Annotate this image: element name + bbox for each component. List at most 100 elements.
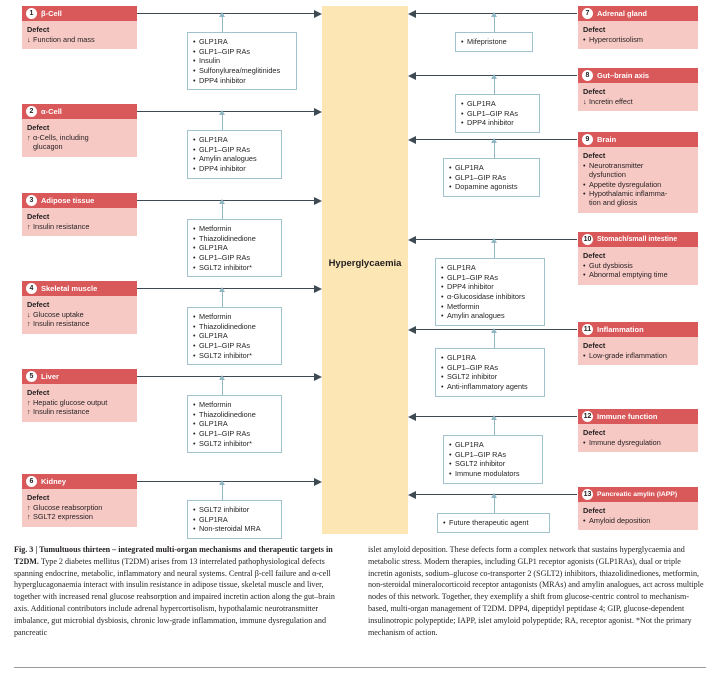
therapy-box-alpha-cell[interactable]: GLP1RA GLP1–GIP RAs Amylin analogues DPP… xyxy=(187,130,282,179)
organ-card-liver[interactable]: 5 Liver Defect ↑Hepatic glucose output ↑… xyxy=(22,369,137,422)
organ-card-gut-brain-axis[interactable]: 8 Gut–brain axis Defect ↓Incretin effect xyxy=(578,68,698,112)
therapy-item: GLP1RA xyxy=(449,163,533,173)
therapy-item: GLP1–GIP RAs xyxy=(441,273,538,283)
hyperglycaemia-label: Hyperglycaemia xyxy=(328,258,402,269)
up-arrow-icon: ↑ xyxy=(27,222,31,231)
organ-card-brain[interactable]: 9 Brain Defect •Neurotransmitter dysfunc… xyxy=(578,132,698,213)
defect-label: Defect xyxy=(27,300,50,309)
organ-name: Liver xyxy=(41,372,59,381)
therapy-item: GLP1RA xyxy=(461,99,533,109)
defect-item: •Neurotransmitter dysfunction xyxy=(583,161,693,180)
therapy-box-beta-cell[interactable]: GLP1RA GLP1–GIP RAs Insulin Sulfonylurea… xyxy=(187,32,297,91)
therapy-item: GLP1–GIP RAs xyxy=(193,47,290,57)
organ-body: Defect ↓Incretin effect xyxy=(578,83,698,112)
organ-header: 4 Skeletal muscle xyxy=(22,281,137,296)
organ-header: 1 β-Cell xyxy=(22,6,137,21)
arrow-head-icon xyxy=(408,490,416,499)
organ-name: β-Cell xyxy=(41,9,62,18)
arrow-head-icon xyxy=(314,9,322,18)
therapy-box-adipose[interactable]: Metformin Thiazolidinedione GLP1RA GLP1–… xyxy=(187,219,282,278)
organ-card-inflammation[interactable]: 11 Inflammation Defect •Low-grade inflam… xyxy=(578,322,698,366)
defect-label: Defect xyxy=(27,388,50,397)
therapy-box-kidney[interactable]: SGLT2 inhibitor GLP1RA Non-steroidal MRA xyxy=(187,500,282,539)
therapy-item: Sulfonylurea/meglitinides xyxy=(193,66,290,76)
down-arrow-icon: ↓ xyxy=(583,97,587,106)
therapy-item: Amylin analogues xyxy=(193,154,275,164)
defect-list: ↓Incretin effect xyxy=(583,97,693,106)
defect-label: Defect xyxy=(27,493,50,502)
therapy-box-brain[interactable]: GLP1RA GLP1–GIP RAs Dopamine agonists xyxy=(443,158,540,197)
organ-header: 2 α-Cell xyxy=(22,104,137,119)
defect-list: •Amyloid deposition xyxy=(583,516,693,525)
organ-card-stomach-small-intestine[interactable]: 10 Stomach/small intestine Defect •Gut d… xyxy=(578,232,698,285)
organ-body: Defect ↓Function and mass xyxy=(22,21,137,50)
therapy-item: GLP1–GIP RAs xyxy=(461,109,533,119)
defect-text: SGLT2 expression xyxy=(33,512,93,522)
therapy-item: GLP1–GIP RAs xyxy=(193,341,275,351)
therapy-box-gut-brain-axis[interactable]: GLP1RA GLP1–GIP RAs DPP4 inhibitor xyxy=(455,94,540,133)
up-arrow-icon: ↑ xyxy=(27,407,31,417)
defect-label: Defect xyxy=(583,87,606,96)
therapy-item: GLP1–GIP RAs xyxy=(193,253,275,263)
defect-text: Insulin resistance xyxy=(33,319,90,329)
defect-item: •Hypercortisolism xyxy=(583,35,693,44)
defect-label: Defect xyxy=(27,123,50,132)
organ-name: Immune function xyxy=(597,412,658,421)
defect-item: ↓Function and mass xyxy=(27,35,132,44)
organ-body: Defect •Amyloid deposition xyxy=(578,502,698,531)
organ-card-adipose-tissue[interactable]: 3 Adipose tissue Defect ↑Insulin resista… xyxy=(22,193,137,237)
therapy-item: GLP1–GIP RAs xyxy=(441,363,538,373)
arrow-head-icon xyxy=(314,372,322,381)
defect-list: ↓Function and mass xyxy=(27,35,132,44)
organ-name: Gut–brain axis xyxy=(597,71,650,80)
organ-body: Defect ↑Insulin resistance xyxy=(22,208,137,237)
organ-card-kidney[interactable]: 6 Kidney Defect ↑Glucose reabsorption ↑S… xyxy=(22,474,137,527)
organ-card-beta-cell[interactable]: 1 β-Cell Defect ↓Function and mass xyxy=(22,6,137,50)
therapy-item: Metformin xyxy=(441,302,538,312)
up-arrow-icon: ↑ xyxy=(27,503,31,512)
therapy-box-adrenal-gland[interactable]: Mifepristone xyxy=(455,32,533,52)
defect-item: •Hypothalamic inflamma- tion and gliosis xyxy=(583,189,693,208)
therapy-list: GLP1RA GLP1–GIP RAs Amylin analogues DPP… xyxy=(193,135,275,174)
arrow-head-icon xyxy=(218,110,225,115)
defect-text: Low-grade inflammation xyxy=(589,351,667,360)
defect-text: Hypercortisolism xyxy=(589,35,643,44)
therapy-box-skeletal-muscle[interactable]: Metformin Thiazolidinedione GLP1RA GLP1–… xyxy=(187,307,282,366)
therapy-item: GLP1–GIP RAs xyxy=(449,173,533,183)
therapy-box-pancreatic-amylin[interactable]: Future therapeutic agent xyxy=(437,513,550,533)
therapy-box-stomach[interactable]: GLP1RA GLP1–GIP RAs DPP4 inhibitor α-Glu… xyxy=(435,258,545,326)
defect-text: Insulin resistance xyxy=(33,222,90,231)
arrow-head-icon xyxy=(408,325,416,334)
therapy-item: Metformin xyxy=(193,224,275,234)
hyperglycaemia-band xyxy=(322,6,408,534)
therapy-arrow-gut-brain-axis xyxy=(490,74,497,94)
therapy-list: GLP1RA GLP1–GIP RAs DPP4 inhibitor α-Glu… xyxy=(441,263,538,321)
organ-card-adrenal-gland[interactable]: 7 Adrenal gland Defect •Hypercortisolism xyxy=(578,6,698,50)
organ-card-alpha-cell[interactable]: 2 α-Cell Defect ↑α-Cells, including gluc… xyxy=(22,104,137,157)
therapy-box-liver[interactable]: Metformin Thiazolidinedione GLP1RA GLP1–… xyxy=(187,395,282,454)
therapy-item: GLP1RA xyxy=(193,243,275,253)
arrow-head-icon xyxy=(490,12,497,17)
organ-card-immune-function[interactable]: 12 Immune function Defect •Immune dysreg… xyxy=(578,409,698,453)
arrow-head-icon xyxy=(490,138,497,143)
therapy-item: GLP1RA xyxy=(193,135,275,145)
bullet-icon: • xyxy=(583,261,586,270)
therapy-item: Metformin xyxy=(193,400,275,410)
defect-text: Insulin resistance xyxy=(33,407,90,417)
defect-list: ↓Glucose uptake ↑Insulin resistance xyxy=(27,310,132,329)
therapy-list: Mifepristone xyxy=(461,37,526,47)
caption-column-left: Fig. 3 | Tumultuous thirteen – integrate… xyxy=(14,544,350,639)
therapy-box-immune-function[interactable]: GLP1RA GLP1–GIP RAs SGLT2 inhibitor Immu… xyxy=(443,435,543,484)
therapy-item: Amylin analogues xyxy=(441,311,538,321)
organ-body: Defect •Neurotransmitter dysfunction •Ap… xyxy=(578,147,698,213)
therapy-list: GLP1RA GLP1–GIP RAs DPP4 inhibitor xyxy=(461,99,533,128)
organ-name: Inflammation xyxy=(597,325,644,334)
therapy-item: Mifepristone xyxy=(461,37,526,47)
organ-name: Pancreatic amylin (IAPP) xyxy=(597,491,678,498)
organ-card-skeletal-muscle[interactable]: 4 Skeletal muscle Defect ↓Glucose uptake… xyxy=(22,281,137,334)
organ-card-pancreatic-amylin[interactable]: 13 Pancreatic amylin (IAPP) Defect •Amyl… xyxy=(578,487,698,531)
arrow-head-icon xyxy=(218,287,225,292)
defect-list: ↑Glucose reabsorption ↑SGLT2 expression xyxy=(27,503,132,522)
therapy-box-inflammation[interactable]: GLP1RA GLP1–GIP RAs SGLT2 inhibitor Anti… xyxy=(435,348,545,397)
caption-title: Tumultuous thirteen – integrated multi-o… xyxy=(14,545,333,566)
